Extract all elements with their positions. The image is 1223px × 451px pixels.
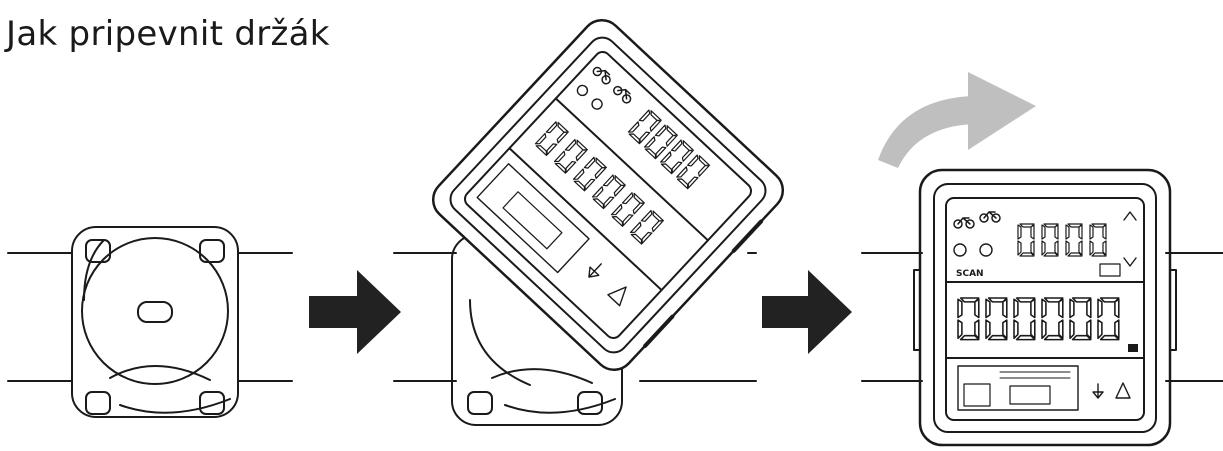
curved-arrow-icon xyxy=(878,72,1036,168)
scan-label: SCAN xyxy=(956,269,984,279)
right-arrow-icon xyxy=(309,270,401,354)
mount-bracket-icon xyxy=(7,226,293,418)
computer-mounted-icon: SCAN xyxy=(861,168,1223,447)
right-arrow-icon xyxy=(762,270,852,354)
page-title: Jak pripevnit držák xyxy=(6,14,330,54)
computer-tilted-icon xyxy=(393,19,785,426)
